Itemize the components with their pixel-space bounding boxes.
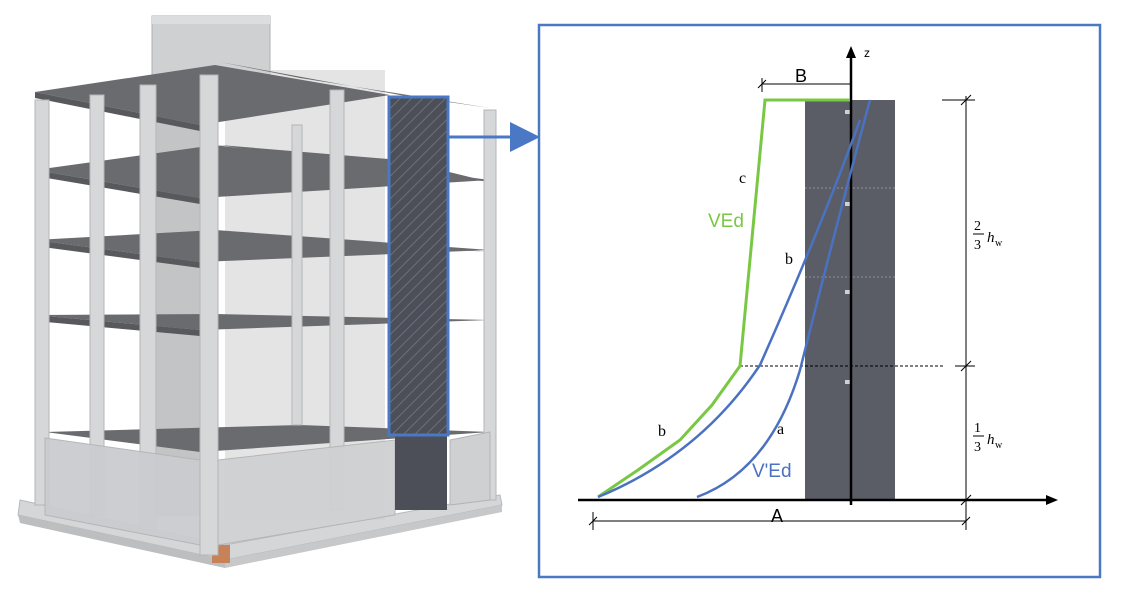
svg-text:w: w — [995, 238, 1003, 249]
shear-wall-highlighted — [389, 98, 447, 434]
shear-diagram: B A z c b b a VEd V'Ed 2 3 h w 1 3 h w — [578, 46, 1058, 530]
svg-text:3: 3 — [974, 238, 981, 253]
ved-design-envelope — [597, 98, 850, 499]
curve-a-vped — [696, 99, 872, 499]
svg-text:3: 3 — [974, 440, 981, 455]
curve-b — [597, 119, 862, 499]
svg-text:1: 1 — [974, 421, 981, 436]
svg-text:h: h — [987, 230, 995, 246]
columns — [34, 74, 497, 556]
building-3d-model — [17, 15, 540, 568]
label-curve-c: c — [739, 170, 746, 187]
label-curve-a: a — [777, 421, 784, 438]
label-vped: V'Ed — [752, 461, 792, 482]
fraction-two-thirds-hw: 2 3 h w — [973, 219, 1003, 253]
label-ved: VEd — [708, 211, 744, 232]
svg-text:w: w — [995, 440, 1003, 451]
label-z-axis: z — [864, 46, 870, 60]
svg-text:2: 2 — [974, 219, 981, 234]
label-curve-b-upper: b — [785, 251, 793, 268]
svg-text:h: h — [987, 432, 995, 448]
wall-selection-box — [387, 95, 450, 437]
label-b-dimension: B — [795, 66, 807, 86]
label-a-dimension: A — [771, 506, 783, 526]
label-curve-b-lower: b — [658, 423, 666, 440]
fraction-one-third-hw: 1 3 h w — [973, 421, 1003, 455]
shear-wall-base — [395, 434, 447, 510]
